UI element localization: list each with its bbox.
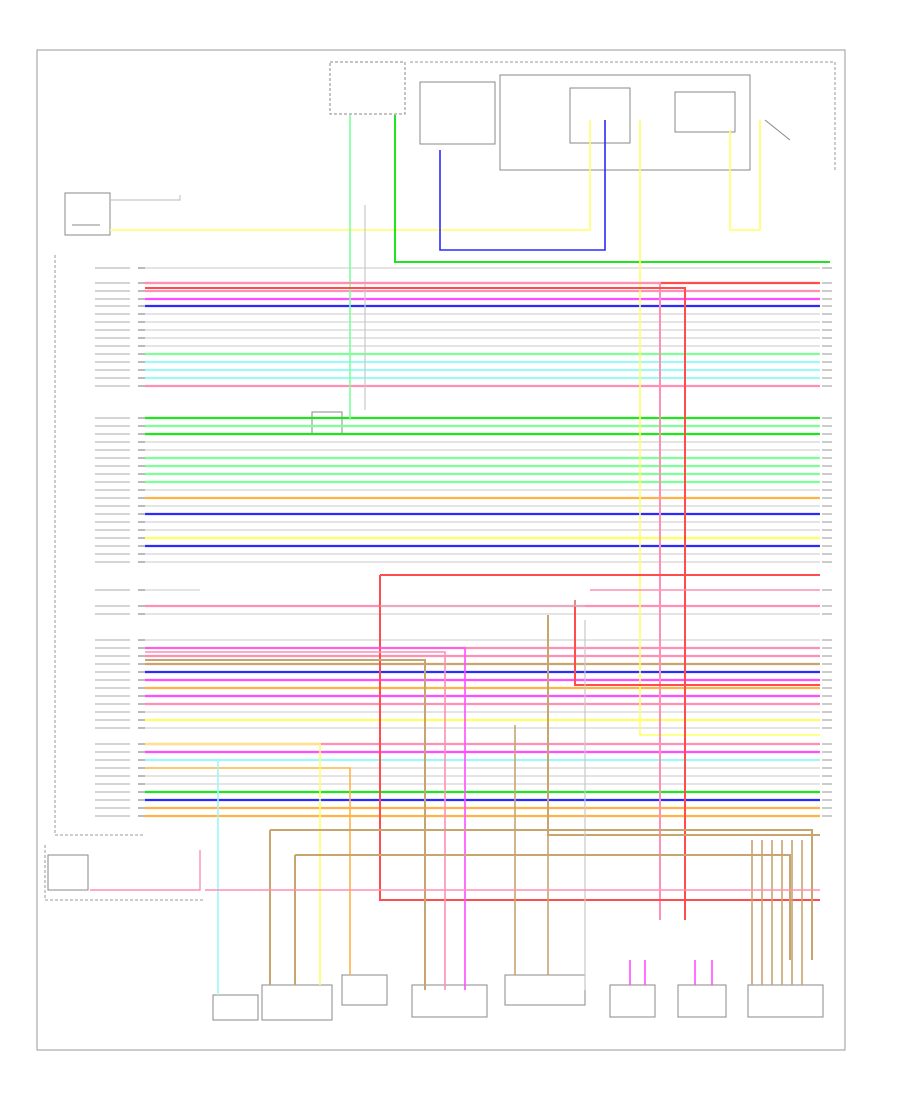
relay-box-2 xyxy=(499,74,751,171)
wire-sensor-top xyxy=(110,195,181,201)
wire-violet-465 xyxy=(145,647,466,990)
bottom-component-7 xyxy=(677,984,727,1018)
bottom-component-3 xyxy=(341,974,388,1006)
relay-switch-box xyxy=(569,87,631,144)
wire-red-685 xyxy=(574,600,820,686)
bottom-component-5 xyxy=(504,974,586,1006)
wire-pink-445 xyxy=(145,651,446,990)
wire-red-lower xyxy=(379,575,820,901)
relay-box-1 xyxy=(419,81,496,145)
wire-pink-drop xyxy=(145,282,661,920)
bottom-component-2 xyxy=(261,984,333,1021)
wire-tan-855 xyxy=(295,854,791,960)
wire-tan-830 xyxy=(270,829,813,960)
lower-left-outline xyxy=(44,845,205,901)
wire-labels xyxy=(95,267,130,817)
connector-box-mid xyxy=(311,411,343,435)
horizontal-wires xyxy=(145,267,820,818)
bottom-component-1 xyxy=(212,994,259,1021)
wire-green-top xyxy=(394,115,830,263)
ecm-module-outline xyxy=(54,255,145,836)
wire-pink-sensor xyxy=(90,850,201,891)
bottom-component-8 xyxy=(747,984,824,1018)
wire-yellow-long xyxy=(639,120,820,736)
wire-yellow-320 xyxy=(145,743,321,985)
wire-yellow-top xyxy=(110,120,591,231)
pin-ticks xyxy=(138,267,832,817)
bottom-component-4 xyxy=(411,984,488,1018)
wire-blue-top xyxy=(439,120,606,251)
wire-yellow-loop xyxy=(729,120,761,231)
page-frame xyxy=(36,49,846,1051)
wire-orange-350 xyxy=(145,767,351,975)
fuse-block-box xyxy=(329,61,406,115)
relay-coil-box xyxy=(674,91,736,133)
wire-red-drop xyxy=(145,287,686,920)
top-left-sensor-box xyxy=(64,192,111,236)
bottom-component-6 xyxy=(609,984,656,1018)
switch-symbol xyxy=(764,119,791,141)
vertical-wires xyxy=(90,115,830,995)
lower-left-sensor-box xyxy=(47,854,89,891)
wire-cyan-218 xyxy=(145,759,219,995)
wire-tan-425 xyxy=(145,659,426,990)
